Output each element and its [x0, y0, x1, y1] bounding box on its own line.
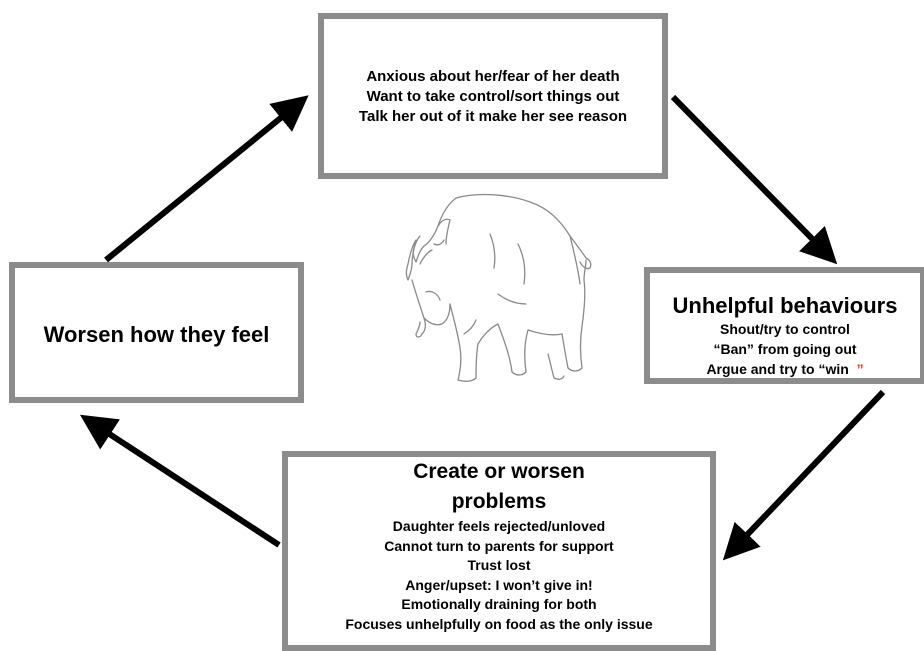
bottom-line-5: Emotionally draining for both — [401, 596, 597, 612]
arrow-bottom-to-left — [79, 414, 281, 548]
right-line-1: Shout/try to control — [720, 321, 850, 337]
top-line-1: Anxious about her/fear of her death — [366, 68, 620, 85]
top-line-3: Talk her out of it make her see reason — [358, 108, 628, 125]
bottom-line-3: Trust lost — [467, 557, 531, 573]
bottom-line-6: Focuses unhelpfully on food as the only … — [345, 615, 653, 632]
red-closing-quote: ” — [856, 361, 864, 377]
background-patch — [398, 386, 640, 452]
bottom-line-4: Anger/upset: I won’t give in! — [405, 576, 593, 593]
top-line-2: Want to take control/sort things out — [366, 88, 620, 105]
right-line-3-text: Argue and try to “win — [706, 361, 849, 377]
bottom-line-2: Cannot turn to parents for support — [384, 537, 614, 554]
bottom-box-title: Create or worsen problems — [413, 460, 585, 513]
right-line-3: Argue and try to “win ” — [650, 359, 920, 379]
arrow-right-to-bottom — [722, 389, 886, 561]
thoughts-feelings-box: Anxious about her/fear of her death Want… — [318, 13, 668, 179]
right-line-2: “Ban” from going out — [713, 341, 857, 357]
unhelpful-behaviours-box: Unhelpful behaviours Shout/try to contro… — [644, 267, 924, 384]
bottom-line-1: Daughter feels rejected/unloved — [392, 518, 606, 534]
rhino-icon — [405, 193, 592, 382]
create-worsen-problems-box: Create or worsen problems Daughter feels… — [282, 451, 716, 651]
right-box-title: Unhelpful behaviours — [672, 293, 898, 318]
arrow-left-to-top — [104, 95, 309, 263]
left-box-title: Worsen how they feel — [43, 322, 270, 347]
arrow-top-to-right — [670, 94, 838, 265]
worsen-feel-box: Worsen how they feel — [9, 262, 304, 403]
